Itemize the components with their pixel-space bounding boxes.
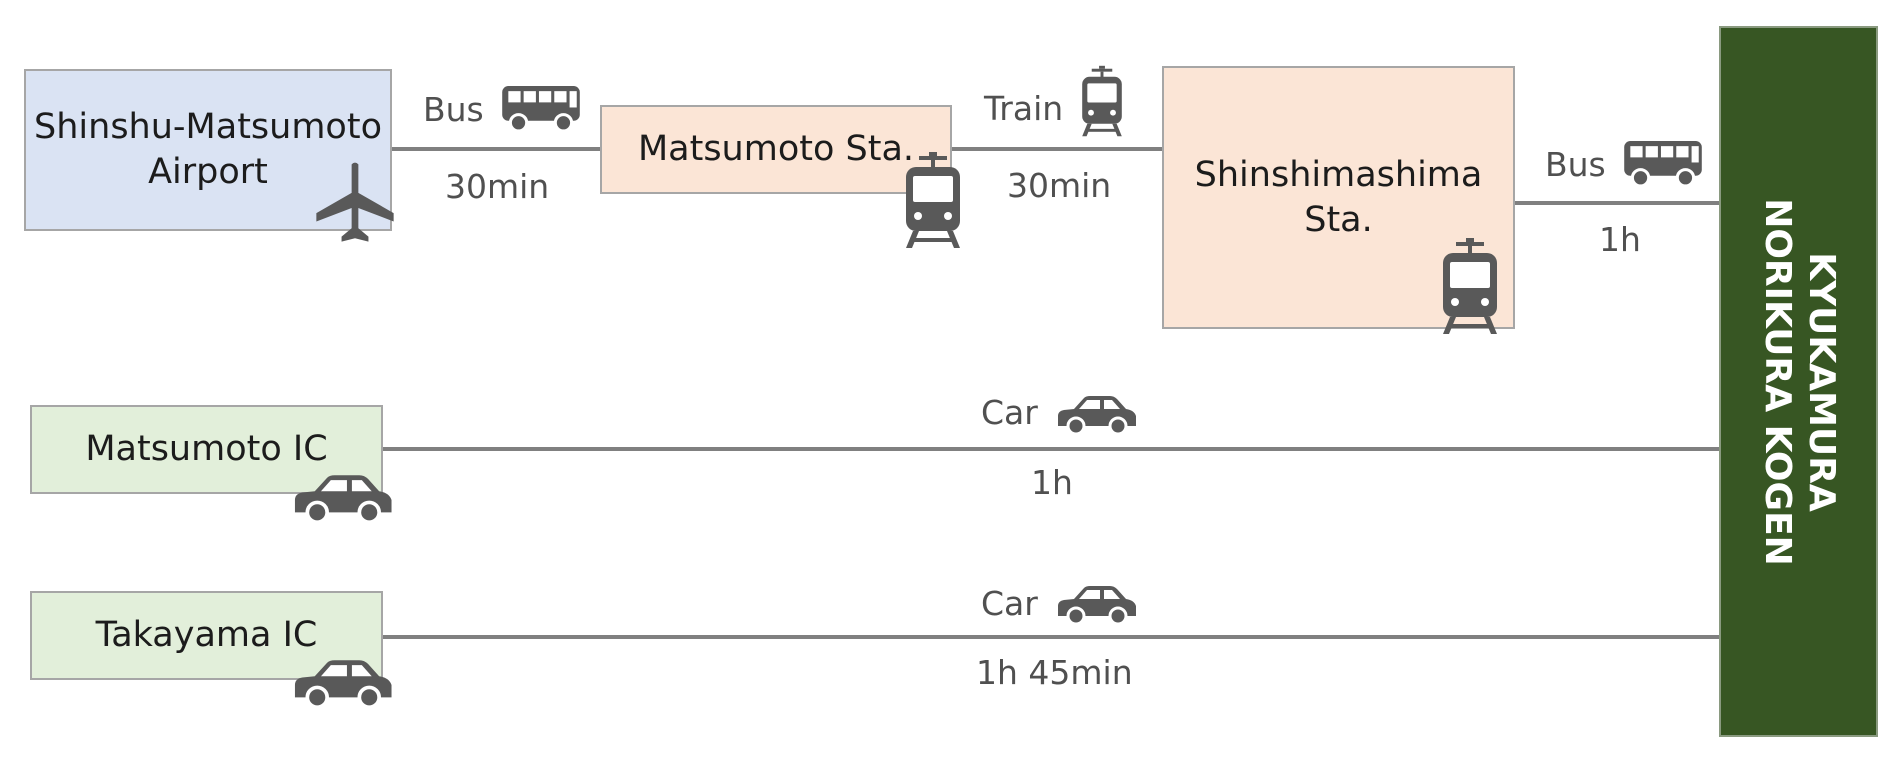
- route-time-matsumoto-shinshimashima: 30min: [1007, 166, 1112, 205]
- route-time-matsumoto-ic: 1h: [1031, 463, 1073, 502]
- car-icon: [290, 470, 394, 525]
- shinshimashima-station-label: Shinshimashima Sta.: [1194, 154, 1483, 240]
- car-icon: [1054, 392, 1138, 436]
- route-time-airport-matsumoto: 30min: [445, 167, 550, 206]
- train-icon: [903, 150, 963, 250]
- destination-label: KYUKAMURA NORIKURA KOGEN: [1756, 197, 1842, 566]
- route-line-airport-matsumoto: [392, 147, 600, 151]
- route-mode-shinshimashima-destination: Bus: [1545, 145, 1606, 184]
- route-line-matsumoto-shinshimashima: [952, 147, 1162, 151]
- airport-box: Shinshu-Matsumoto Airport: [24, 69, 392, 231]
- route-time-takayama-ic: 1h 45min: [976, 653, 1133, 692]
- bus-icon: [1622, 139, 1704, 188]
- matsumoto-ic-box: Matsumoto IC: [30, 405, 383, 494]
- car-icon: [1054, 582, 1138, 626]
- bus-icon: [500, 84, 582, 133]
- route-mode-takayama-ic: Car: [981, 584, 1038, 623]
- takayama-ic-box: Takayama IC: [30, 591, 383, 680]
- airplane-icon: [313, 153, 397, 253]
- route-line-shinshimashima-destination: [1515, 201, 1719, 205]
- route-mode-matsumoto-ic: Car: [981, 393, 1038, 432]
- matsumoto-station-box: Matsumoto Sta.: [600, 105, 952, 194]
- route-time-shinshimashima-destination: 1h: [1599, 220, 1641, 259]
- route-line-takayama-ic-destination: [383, 635, 1719, 639]
- route-mode-matsumoto-shinshimashima: Train: [984, 89, 1064, 128]
- train-icon: [1080, 64, 1124, 138]
- matsumoto-ic-label: Matsumoto IC: [85, 429, 328, 469]
- route-mode-airport-matsumoto: Bus: [423, 90, 484, 129]
- takayama-ic-label: Takayama IC: [95, 615, 318, 655]
- train-icon: [1440, 236, 1500, 336]
- airport-label: Shinshu-Matsumoto Airport: [34, 107, 382, 192]
- matsumoto-station-label: Matsumoto Sta.: [637, 129, 915, 169]
- route-line-matsumoto-ic-destination: [383, 447, 1719, 451]
- car-icon: [290, 655, 394, 710]
- destination-box: KYUKAMURA NORIKURA KOGEN: [1719, 26, 1878, 737]
